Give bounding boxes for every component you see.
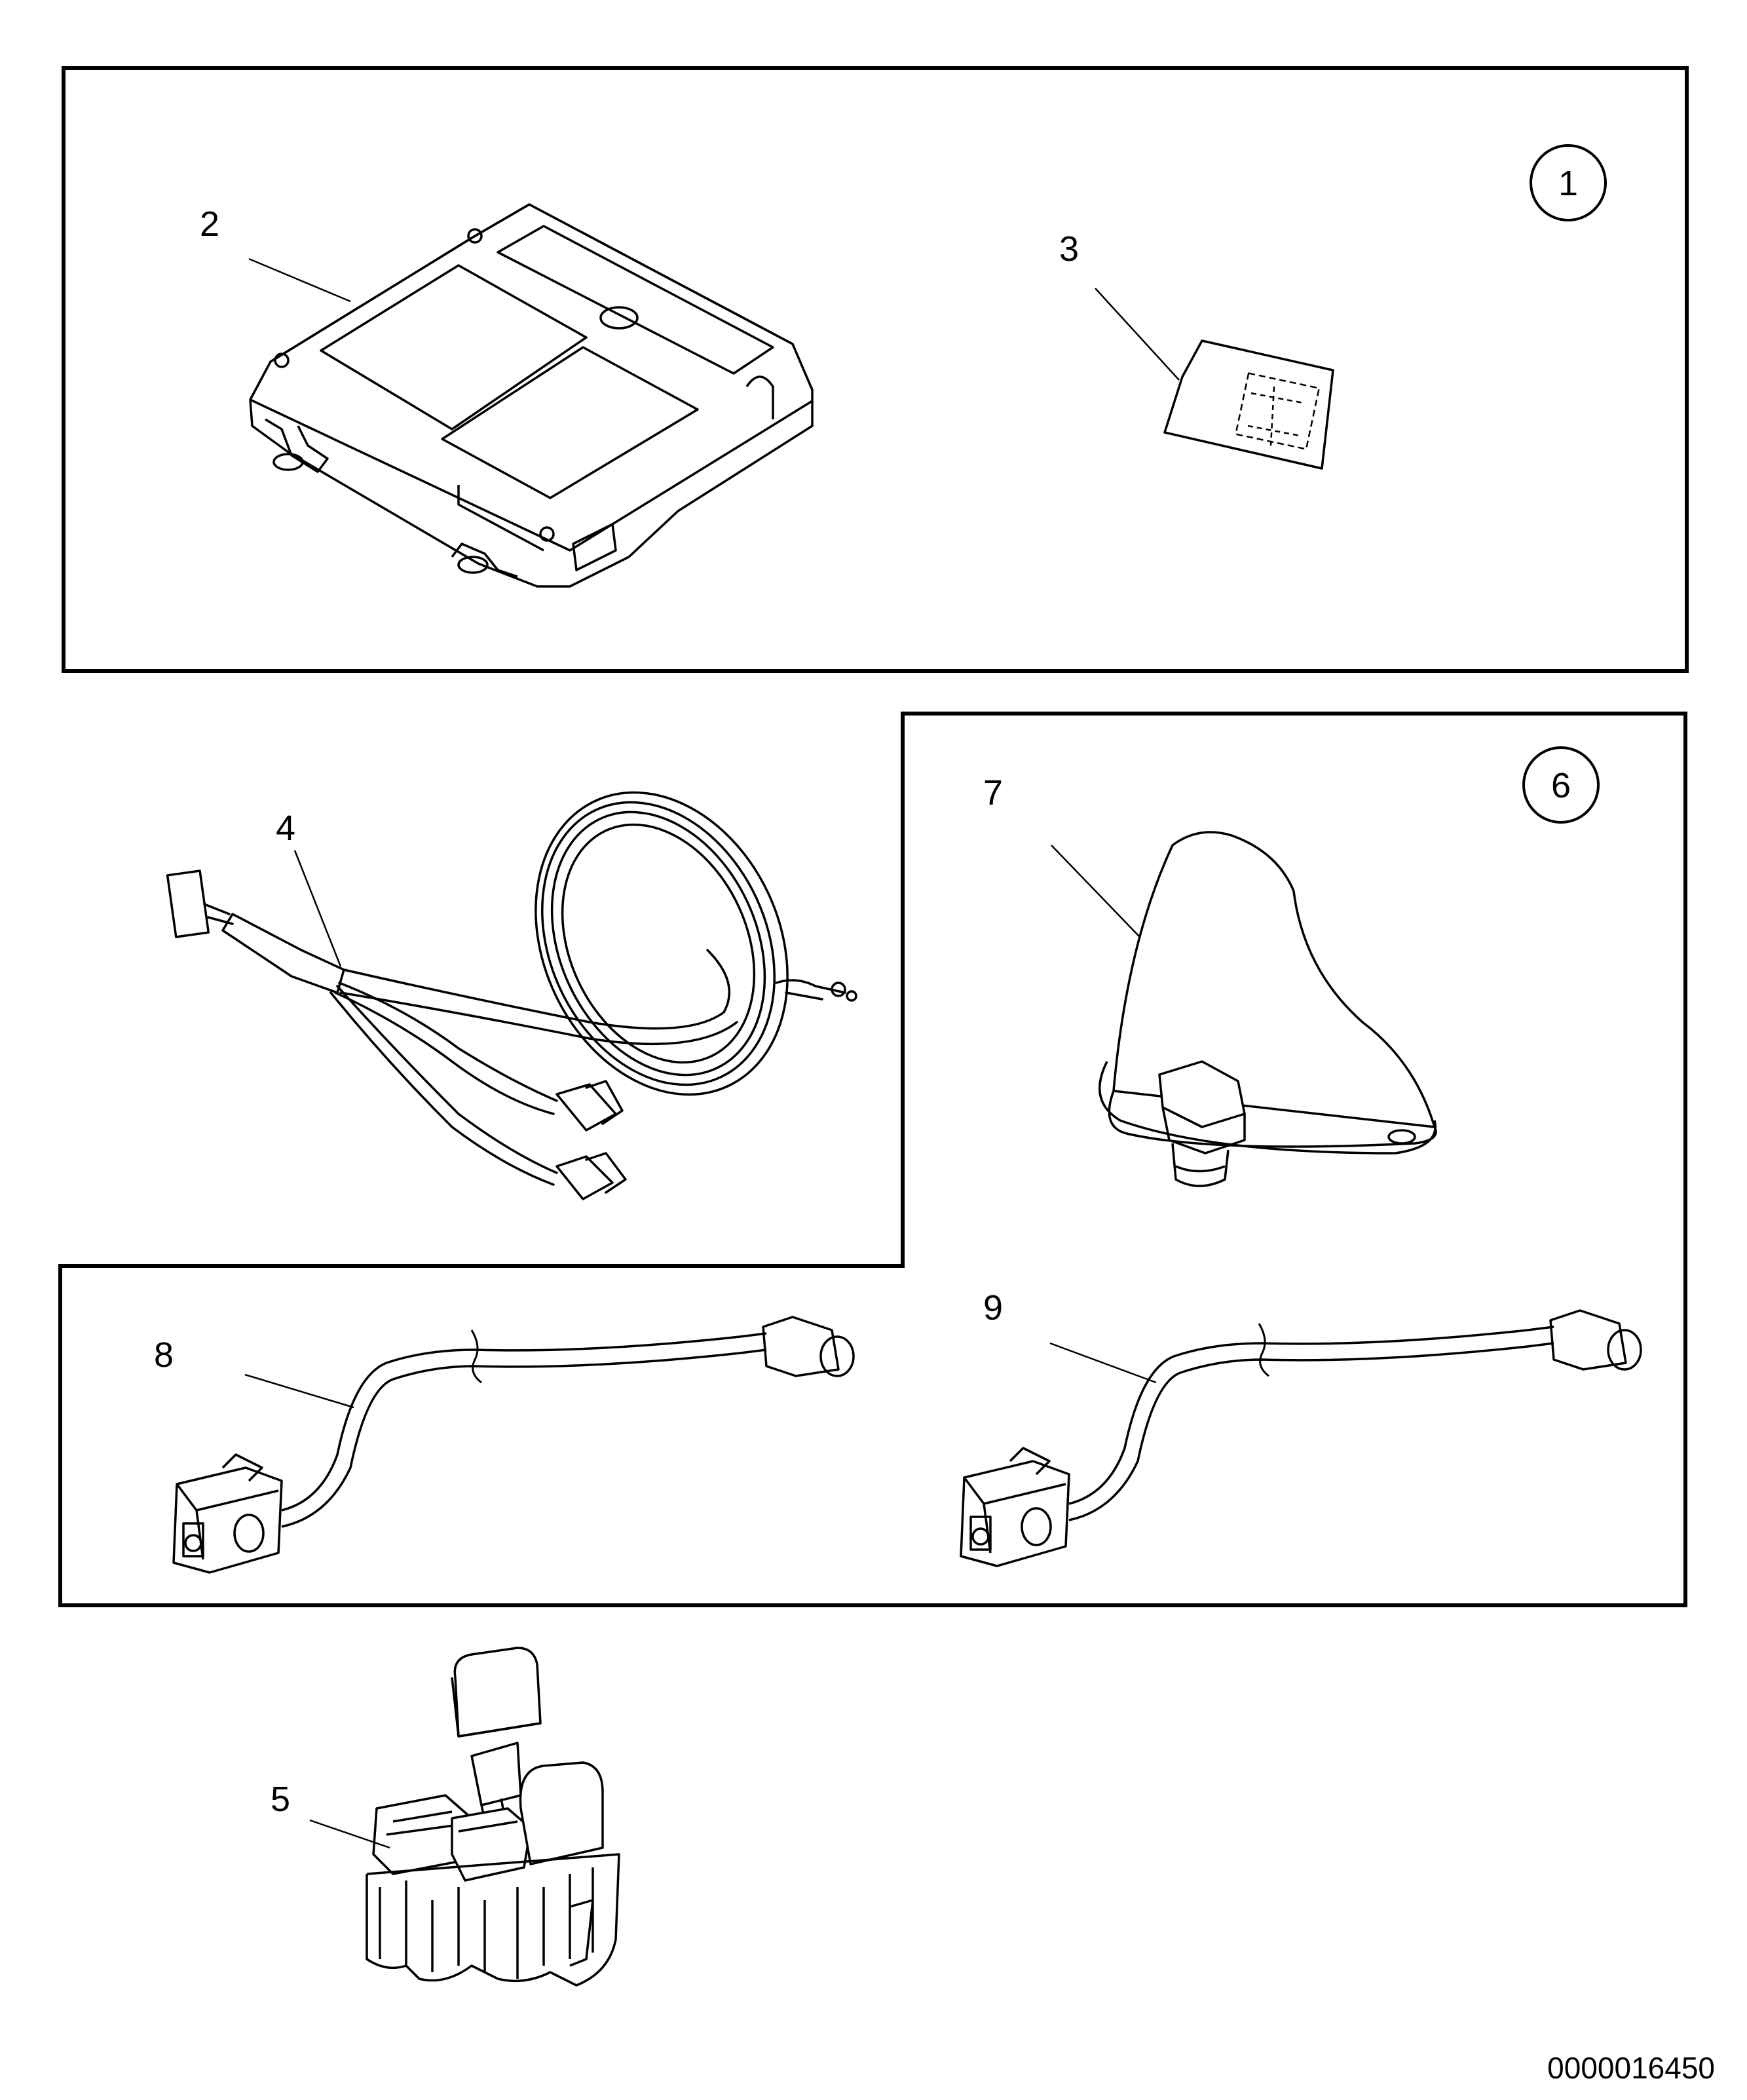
callout-circle-6 — [1522, 746, 1600, 824]
callout-circle-1 — [1530, 144, 1607, 221]
leader-3 — [1095, 288, 1180, 381]
callout-7: 7 — [983, 773, 1003, 812]
leader-8 — [244, 1373, 354, 1409]
callout-8: 8 — [154, 1335, 174, 1375]
harness-drawing — [166, 791, 857, 1200]
callout-4: 4 — [276, 809, 295, 848]
callout-9: 9 — [983, 1288, 1003, 1327]
kit-frame-6 — [58, 712, 1687, 1607]
callout-1: 1 — [1558, 164, 1578, 203]
leader-5 — [309, 1819, 390, 1849]
kit-frame-1 — [62, 66, 1689, 673]
document-number: 0000016450 — [1547, 2051, 1715, 2085]
sim-card-drawing — [1163, 339, 1334, 470]
fuse-holder-drawing — [366, 1647, 620, 1987]
callout-5: 5 — [271, 1780, 290, 1819]
control-unit-drawing — [249, 203, 814, 588]
callout-6: 6 — [1551, 766, 1571, 805]
antenna-drawing — [1099, 831, 1437, 1187]
cable-9-drawing — [960, 1309, 1642, 1567]
callout-3: 3 — [1059, 229, 1079, 269]
leader-2 — [248, 258, 351, 303]
leader-7 — [1051, 845, 1140, 938]
callout-2: 2 — [200, 204, 219, 244]
leader-9 — [1049, 1342, 1157, 1384]
leader-4 — [293, 850, 342, 967]
cable-8-drawing — [172, 1316, 855, 1574]
